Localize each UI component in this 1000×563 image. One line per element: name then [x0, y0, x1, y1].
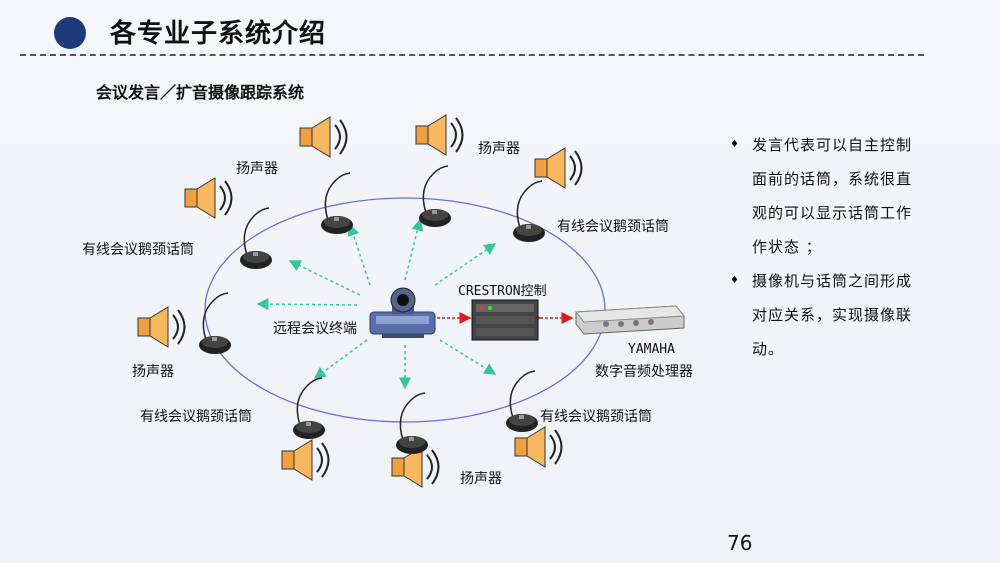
- camera-terminal-icon: [369, 287, 436, 338]
- speaker-icon: [281, 439, 330, 481]
- feature-item: 发言代表可以自主控制面前的话筒，系统很直观的可以显示话筒工作作状态 ；: [730, 128, 925, 264]
- microphone-label: 有线会议鹅颈话筒: [557, 219, 669, 235]
- section-subtitle: 会议发言／扩音摄像跟踪系统: [96, 83, 305, 102]
- yamaha-label: YAMAHA: [628, 342, 675, 357]
- audio-processor-icon: [575, 305, 685, 335]
- feature-item: 摄像机与话筒之间形成对应关系，实现摄像联动。: [730, 264, 925, 366]
- speaker-label: 扬声器: [460, 471, 502, 487]
- speaker-icon: [137, 306, 186, 348]
- speaker-label: 扬声器: [132, 364, 174, 380]
- speaker-icon: [184, 177, 233, 219]
- microphone-label: 有线会议鹅颈话筒: [140, 409, 252, 425]
- microphone-icon: [418, 165, 452, 228]
- dsp-label: 数字音频处理器: [595, 364, 693, 380]
- speaker-icon: [299, 116, 348, 158]
- page-title: 各专业子系统介绍: [110, 19, 327, 49]
- speaker-icon: [514, 426, 563, 468]
- microphone-icon: [512, 180, 546, 243]
- speaker-label: 扬声器: [236, 161, 278, 177]
- camera-tracking-arrows: [256, 218, 497, 390]
- microphone-icon: [239, 207, 273, 270]
- microphone-icon: [198, 292, 232, 355]
- page-number: 76: [727, 531, 753, 555]
- speaker-label: 扬声器: [478, 141, 520, 157]
- microphone-label: 有线会议鹅颈话筒: [540, 409, 652, 425]
- microphone-label: 有线会议鹅颈话筒: [82, 242, 194, 258]
- crestron-label: CRESTRON控制: [458, 284, 547, 299]
- control-unit-icon: [471, 299, 539, 341]
- speaker-icon: [534, 147, 583, 189]
- terminal-label: 远程会议终端: [273, 321, 357, 337]
- speaker-icon: [415, 114, 464, 156]
- title-divider: [20, 54, 924, 56]
- title-bullet-dot: [54, 17, 86, 49]
- microphone-icon: [320, 172, 354, 235]
- microphone-icon: [395, 392, 429, 455]
- feature-list: 发言代表可以自主控制面前的话筒，系统很直观的可以显示话筒工作作状态 ； 摄像机与…: [730, 128, 925, 366]
